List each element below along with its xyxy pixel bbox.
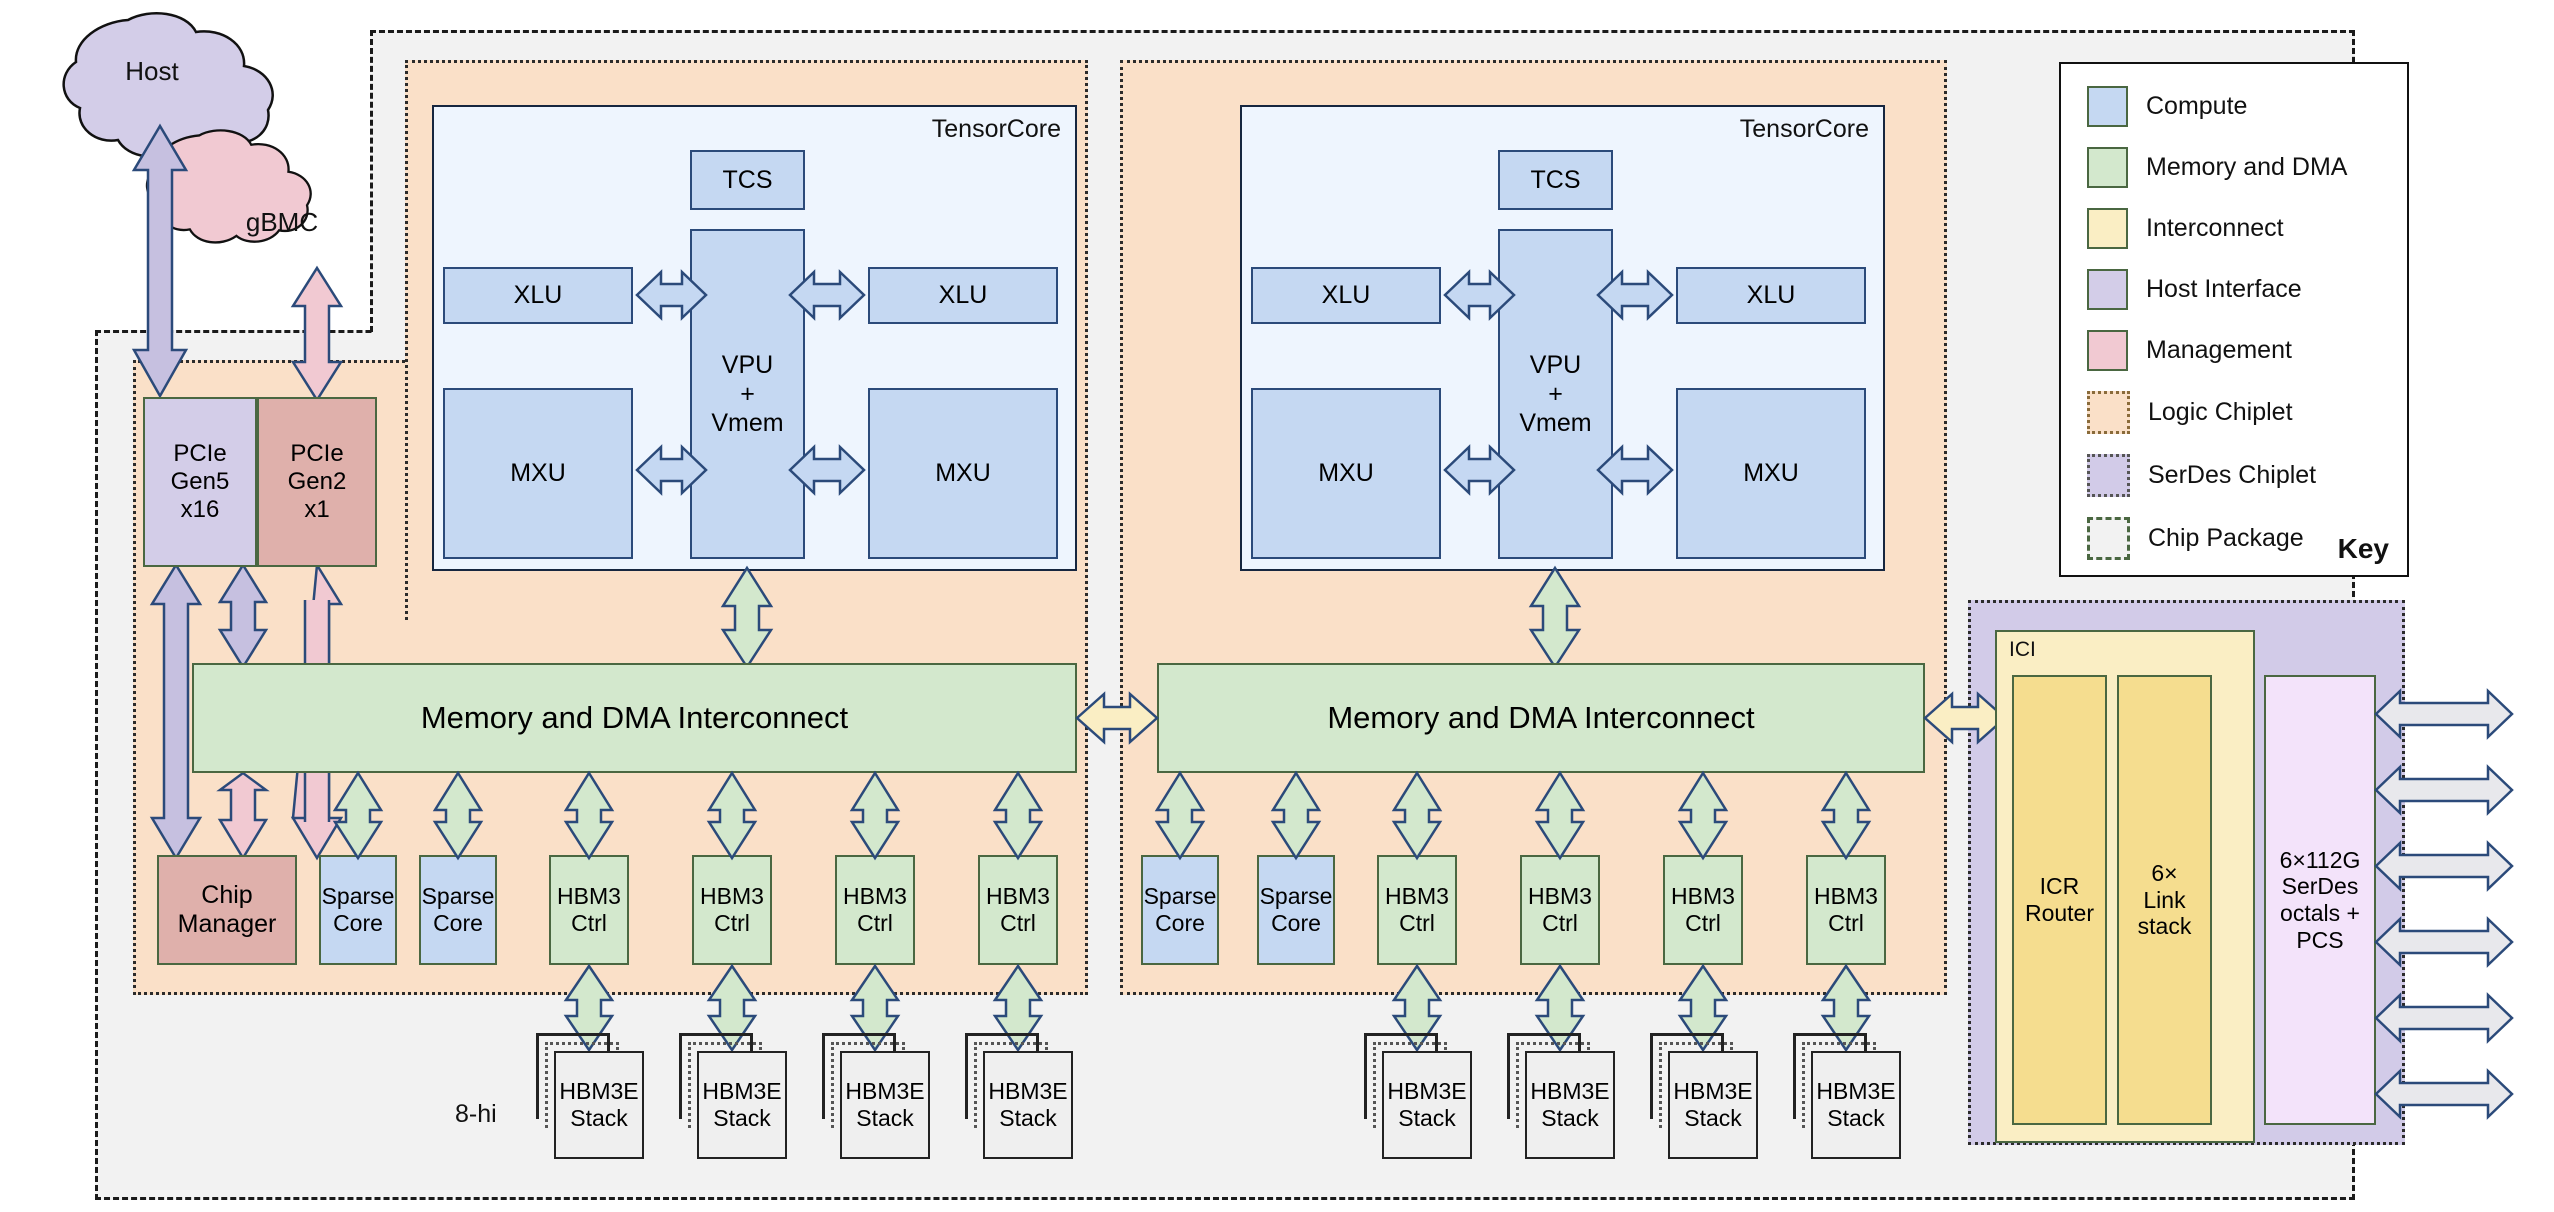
key-swatch-host-interface	[2087, 269, 2128, 310]
key-swatch-serdes-chiplet	[2087, 454, 2130, 497]
key-item-host-interface: Host Interface	[2087, 269, 2407, 310]
pcie-gen2-block[interactable]: PCIe Gen2 x1	[257, 397, 377, 567]
hbm3e-stack[interactable]: HBM3E Stack	[554, 1051, 644, 1159]
vpu-vmem-right[interactable]: VPU + Vmem	[1498, 229, 1613, 559]
key-swatch-interconnect	[2087, 208, 2128, 249]
pcie-gen5-block[interactable]: PCIe Gen5 x16	[143, 397, 257, 567]
key-item-memory-dma: Memory and DMA	[2087, 147, 2407, 188]
hbm3e-stack-group-r2: HBM3E Stack	[1507, 1033, 1627, 1171]
hbm3e-stack-group-l3: HBM3E Stack	[822, 1033, 942, 1171]
sparse-core-l2[interactable]: Sparse Core	[419, 855, 497, 965]
hbm3e-stack[interactable]: HBM3E Stack	[983, 1051, 1073, 1159]
hbm3e-stack-group-l4: HBM3E Stack	[965, 1033, 1085, 1171]
key-swatch-compute	[2087, 86, 2128, 127]
hbm3e-stack[interactable]: HBM3E Stack	[1525, 1051, 1615, 1159]
sparse-core-r2[interactable]: Sparse Core	[1257, 855, 1335, 965]
tcs-left[interactable]: TCS	[690, 150, 805, 210]
key-label-interconnect: Interconnect	[2146, 214, 2284, 242]
key-item-chip-package: Chip Package	[2087, 517, 2407, 560]
mxu-right-2[interactable]: MXU	[1676, 388, 1866, 559]
key-title: Key	[2337, 533, 2389, 564]
hbm3e-stack[interactable]: HBM3E Stack	[697, 1051, 787, 1159]
host-cloud-label: Host	[125, 55, 179, 86]
xlu-right-1[interactable]: XLU	[1251, 267, 1441, 324]
icr-router-block[interactable]: ICR Router	[2012, 675, 2107, 1125]
hbm3-ctrl-l2[interactable]: HBM3 Ctrl	[692, 855, 772, 965]
key-label-serdes-chiplet: SerDes Chiplet	[2148, 461, 2317, 489]
hbm3-ctrl-l4[interactable]: HBM3 Ctrl	[978, 855, 1058, 965]
ici-label: ICI	[2009, 638, 2036, 661]
hbm3e-stack-group-l1: HBM3E Stack	[536, 1033, 656, 1171]
key-swatch-logic-chiplet	[2087, 391, 2130, 434]
key-label-logic-chiplet: Logic Chiplet	[2148, 398, 2293, 426]
mxu-left-1[interactable]: MXU	[443, 388, 633, 559]
memory-dma-interconnect-left[interactable]: Memory and DMA Interconnect	[192, 663, 1077, 773]
chip-manager-block[interactable]: Chip Manager	[157, 855, 297, 965]
hbm3e-stack-group-r3: HBM3E Stack	[1650, 1033, 1770, 1171]
key-swatch-management	[2087, 330, 2128, 371]
tcs-right[interactable]: TCS	[1498, 150, 1613, 210]
xlu-right-2[interactable]: XLU	[1676, 267, 1866, 324]
hbm3e-stack-group-l2: HBM3E Stack	[679, 1033, 799, 1171]
key-item-logic-chiplet: Logic Chiplet	[2087, 391, 2407, 434]
hbm3-ctrl-r4[interactable]: HBM3 Ctrl	[1806, 855, 1886, 965]
key-item-compute: Compute	[2087, 86, 2407, 127]
key-swatch-chip-package	[2087, 517, 2130, 560]
key-item-management: Management	[2087, 330, 2407, 371]
tensorcore-left-label: TensorCore	[931, 115, 1061, 143]
sparse-core-r1[interactable]: Sparse Core	[1141, 855, 1219, 965]
tensorcore-right-label: TensorCore	[1739, 115, 1869, 143]
hbm3-ctrl-r1[interactable]: HBM3 Ctrl	[1377, 855, 1457, 965]
key-label-host-interface: Host Interface	[2146, 275, 2302, 303]
hbm3e-stack[interactable]: HBM3E Stack	[840, 1051, 930, 1159]
hbm3e-stack-group-r1: HBM3E Stack	[1364, 1033, 1484, 1171]
xlu-left-1[interactable]: XLU	[443, 267, 633, 324]
gbmc-cloud-label: gBMC	[245, 206, 319, 237]
hbm-height-label: 8-hi	[455, 1100, 497, 1128]
vpu-vmem-left[interactable]: VPU + Vmem	[690, 229, 805, 559]
memory-dma-interconnect-right[interactable]: Memory and DMA Interconnect	[1157, 663, 1925, 773]
hbm3e-stack[interactable]: HBM3E Stack	[1668, 1051, 1758, 1159]
hbm3-ctrl-r2[interactable]: HBM3 Ctrl	[1520, 855, 1600, 965]
hbm3e-stack-group-r4: HBM3E Stack	[1793, 1033, 1913, 1171]
hbm3-ctrl-r3[interactable]: HBM3 Ctrl	[1663, 855, 1743, 965]
key-swatch-memory-dma	[2087, 147, 2128, 188]
key-label-management: Management	[2146, 336, 2292, 364]
hbm3e-stack[interactable]: HBM3E Stack	[1811, 1051, 1901, 1159]
key-label-compute: Compute	[2146, 92, 2248, 120]
sparse-core-l1[interactable]: Sparse Core	[319, 855, 397, 965]
mxu-left-2[interactable]: MXU	[868, 388, 1058, 559]
hbm3-ctrl-l1[interactable]: HBM3 Ctrl	[549, 855, 629, 965]
hbm3-ctrl-l3[interactable]: HBM3 Ctrl	[835, 855, 915, 965]
xlu-left-2[interactable]: XLU	[868, 267, 1058, 324]
hbm3e-stack[interactable]: HBM3E Stack	[1382, 1051, 1472, 1159]
key-item-serdes-chiplet: SerDes Chiplet	[2087, 454, 2407, 497]
key-item-interconnect: Interconnect	[2087, 208, 2407, 249]
mxu-right-1[interactable]: MXU	[1251, 388, 1441, 559]
link-stack-block[interactable]: 6× Link stack	[2117, 675, 2212, 1125]
key-label-chip-package: Chip Package	[2148, 524, 2304, 552]
serdes-octals-pcs-block[interactable]: 6×112G SerDes octals + PCS	[2264, 675, 2376, 1125]
legend-key: Compute Memory and DMA Interconnect Host…	[2059, 62, 2409, 577]
key-label-memory-dma: Memory and DMA	[2146, 153, 2348, 181]
